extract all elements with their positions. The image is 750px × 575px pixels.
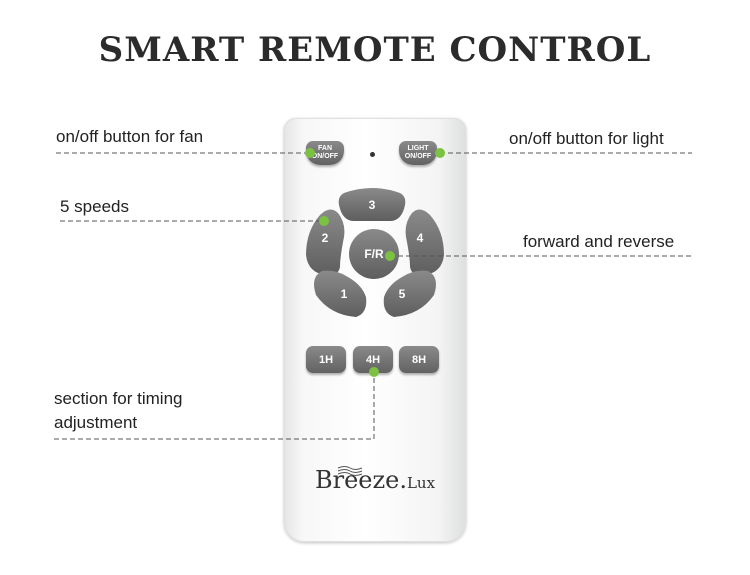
fan-power-button-text: FAN ON/OFF	[310, 145, 340, 161]
speed-2-label: 2	[322, 231, 329, 245]
brand-logo-main: reeze.	[332, 466, 407, 494]
speed-3-label: 3	[369, 198, 376, 212]
speed-5-label: 5	[399, 287, 406, 301]
speed-3-button[interactable]	[338, 188, 406, 221]
timer-8h-label: 8H	[411, 353, 427, 366]
direction-button-label: F/R	[364, 247, 384, 261]
callout-timing-line2: adjustment	[54, 413, 138, 432]
timer-1h-label: 1H	[318, 353, 334, 366]
callout-light-power: on/off button for light	[509, 129, 664, 148]
timer-8h-button[interactable]: 8H	[399, 346, 439, 373]
page-title: SMART REMOTE CONTROL	[98, 30, 652, 70]
direction-button[interactable]	[349, 229, 399, 279]
speeds-callout-dot	[319, 216, 329, 226]
light-power-button[interactable]: LIGHT ON/OFF	[399, 141, 437, 165]
direction-callout-dot	[385, 251, 395, 261]
speed-4-button[interactable]	[405, 209, 444, 276]
light-button-line2: ON/OFF	[404, 153, 432, 160]
brand-wave-icon	[337, 466, 363, 476]
timing-leader-line	[54, 372, 375, 440]
timer-1h-button[interactable]: 1H	[306, 346, 346, 373]
brand-logo-prefix: B	[314, 466, 333, 494]
speed-1-button[interactable]	[314, 270, 367, 317]
speed-2-button[interactable]	[306, 209, 345, 276]
timing-callout-dot	[369, 367, 379, 377]
speed-direction-pad: 3 2 4 1 5 F/R	[306, 188, 444, 317]
ir-sensor	[370, 152, 375, 157]
timer-4h-label: 4H	[365, 353, 381, 366]
fan-callout-dot	[305, 148, 315, 158]
speed-4-label: 4	[417, 231, 424, 245]
callout-speeds: 5 speeds	[60, 197, 129, 216]
speed-1-label: 1	[341, 287, 348, 301]
callout-timing-line1: section for timing	[54, 389, 183, 408]
brand-logo: Breeze.Lux	[284, 466, 466, 494]
speed-5-button[interactable]	[383, 270, 436, 317]
fan-button-line1: FAN	[318, 145, 332, 152]
light-power-button-text: LIGHT ON/OFF	[403, 145, 433, 161]
brand-logo-suffix: Lux	[406, 474, 436, 492]
light-callout-dot	[435, 148, 445, 158]
light-button-line1: LIGHT	[407, 145, 429, 152]
fan-button-line2: ON/OFF	[311, 153, 339, 160]
callout-fan-power: on/off button for fan	[56, 127, 204, 146]
callout-direction: forward and reverse	[523, 232, 675, 251]
